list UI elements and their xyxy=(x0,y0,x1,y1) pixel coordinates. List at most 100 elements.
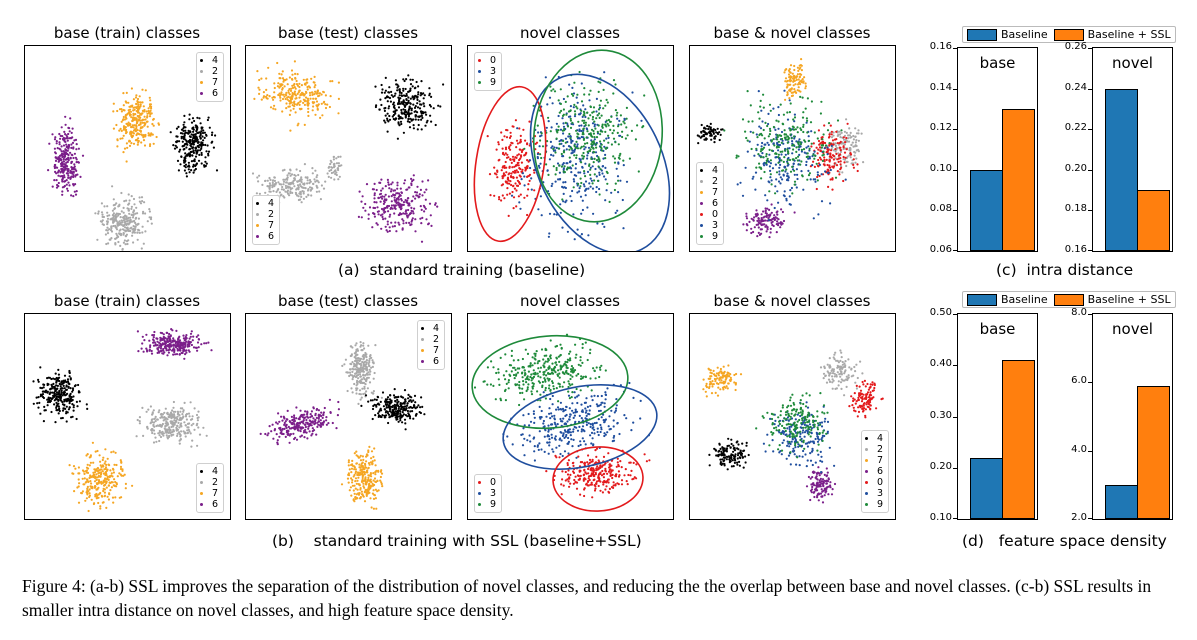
scatter-point-class-6 xyxy=(184,353,187,356)
scatter-point-class-2 xyxy=(134,228,137,231)
scatter-point-class-7 xyxy=(138,133,141,136)
scatter-point-class-6 xyxy=(192,346,196,349)
scatter-point-class-2 xyxy=(146,220,149,223)
scatter-point-class-7 xyxy=(286,98,289,101)
scatter-point-class-4 xyxy=(419,115,422,118)
scatter-point-class-2 xyxy=(862,161,865,164)
scatter-point-class-3 xyxy=(553,213,556,216)
scatter-point-class-2 xyxy=(327,175,330,178)
scatter-point-class-2 xyxy=(843,130,846,133)
scatter-point-class-2 xyxy=(126,242,129,246)
legend-marker xyxy=(478,70,481,73)
scatter-point-class-3 xyxy=(530,177,533,180)
scatter-point-class-3 xyxy=(779,182,782,185)
scatter-point-class-7 xyxy=(337,97,340,100)
scatter-point-class-2 xyxy=(180,430,183,433)
scatter-point-class-4 xyxy=(417,118,420,121)
scatter-point-class-9 xyxy=(586,142,589,145)
scatter-point-class-0 xyxy=(523,196,526,199)
scatter-point-class-2 xyxy=(273,176,276,179)
scatter-point-class-4 xyxy=(55,397,58,400)
scatter-point-class-3 xyxy=(798,153,801,156)
scatter-point-class-2 xyxy=(290,173,294,176)
scatter-point-class-9 xyxy=(750,147,753,151)
scatter-point-class-6 xyxy=(66,189,69,192)
scatter-point-class-9 xyxy=(582,127,585,130)
scatter-point-class-2 xyxy=(127,193,130,196)
scatter-point-class-6 xyxy=(56,147,59,150)
scatter-point-class-6 xyxy=(72,183,75,186)
scatter-point-class-0 xyxy=(843,151,847,154)
scatter-point-class-0 xyxy=(500,199,503,202)
scatter-point-class-9 xyxy=(617,156,620,159)
scatter-point-class-4 xyxy=(56,378,59,381)
scatter-point-class-7 xyxy=(800,58,803,61)
scatter-point-class-4 xyxy=(388,118,392,121)
scatter-point-class-0 xyxy=(519,193,522,196)
scatter-point-class-6 xyxy=(161,352,164,355)
scatter-point-class-0 xyxy=(817,165,820,168)
scatter-point-class-4 xyxy=(196,125,199,128)
scatter-point-class-0 xyxy=(816,175,819,179)
scatter-point-class-7 xyxy=(141,88,144,91)
scatter-point-class-4 xyxy=(69,387,72,390)
scatter-point-class-4 xyxy=(192,136,195,139)
scatter-point-class-7 xyxy=(129,113,132,116)
scatter-point-class-4 xyxy=(706,124,709,128)
scatter-point-class-4 xyxy=(398,94,401,97)
scatter-point-class-7 xyxy=(135,125,138,128)
scatter-point-class-6 xyxy=(59,137,62,140)
scatter-point-class-2 xyxy=(300,195,303,198)
scatter-point-class-3 xyxy=(576,143,579,146)
scatter-point-class-6 xyxy=(375,188,378,192)
scatter-point-class-3 xyxy=(756,143,759,146)
scatter-point-class-4 xyxy=(190,133,193,136)
scatter-point-class-6 xyxy=(377,213,380,216)
scatter-point-class-2 xyxy=(832,131,835,134)
scatter-point-class-3 xyxy=(576,228,579,231)
scatter-point-class-2 xyxy=(337,162,340,165)
scatter-point-class-2 xyxy=(138,422,141,425)
scatter-point-class-3 xyxy=(787,176,790,179)
scatter-point-class-9 xyxy=(768,148,771,151)
scatter-point-class-9 xyxy=(821,144,825,147)
scatter-point-class-4 xyxy=(32,402,35,405)
scatter-point-class-9 xyxy=(763,137,766,140)
scatter-point-class-7 xyxy=(136,97,140,101)
scatter-point-class-7 xyxy=(144,89,147,92)
scatter-point-class-2 xyxy=(102,215,105,219)
scatter-point-class-6 xyxy=(362,206,365,209)
scatter-point-class-6 xyxy=(380,189,383,192)
scatter-point-class-2 xyxy=(119,221,122,225)
scatter-point-class-3 xyxy=(546,103,549,106)
scatter-point-class-0 xyxy=(856,163,859,166)
scatter-point-class-7 xyxy=(784,77,788,80)
scatter-point-class-6 xyxy=(161,332,164,335)
scatter-point-class-2 xyxy=(848,134,851,137)
scatter-point-class-0 xyxy=(836,142,839,145)
scatter-point-class-6 xyxy=(156,351,159,354)
scatter-point-class-7 xyxy=(91,441,94,444)
scatter-point-class-0 xyxy=(514,182,517,185)
scatter-point-class-6 xyxy=(69,177,72,180)
scatter-point-class-7 xyxy=(783,71,786,74)
scatter-point-class-0 xyxy=(533,171,536,174)
scatter-point-class-7 xyxy=(102,465,105,468)
scatter-point-class-0 xyxy=(812,142,815,145)
scatter-point-class-9 xyxy=(802,123,805,126)
scatter-point-class-4 xyxy=(396,89,399,92)
scatter-point-class-4 xyxy=(183,158,186,161)
scatter-point-class-0 xyxy=(534,142,537,145)
scatter-point-class-2 xyxy=(852,134,855,138)
scatter-point-class-6 xyxy=(162,349,165,352)
scatter-point-class-3 xyxy=(604,178,607,181)
scatter-point-class-2 xyxy=(299,193,302,196)
scatter-point-class-7 xyxy=(122,474,125,477)
scatter-point-class-7 xyxy=(86,493,89,496)
scatter-point-class-0 xyxy=(817,148,820,151)
scatter-point-class-9 xyxy=(566,166,569,169)
scatter-point-class-6 xyxy=(408,221,411,224)
legend-label: 6 xyxy=(268,231,275,242)
scatter-point-class-4 xyxy=(403,79,406,83)
scatter-point-class-2 xyxy=(158,434,161,437)
